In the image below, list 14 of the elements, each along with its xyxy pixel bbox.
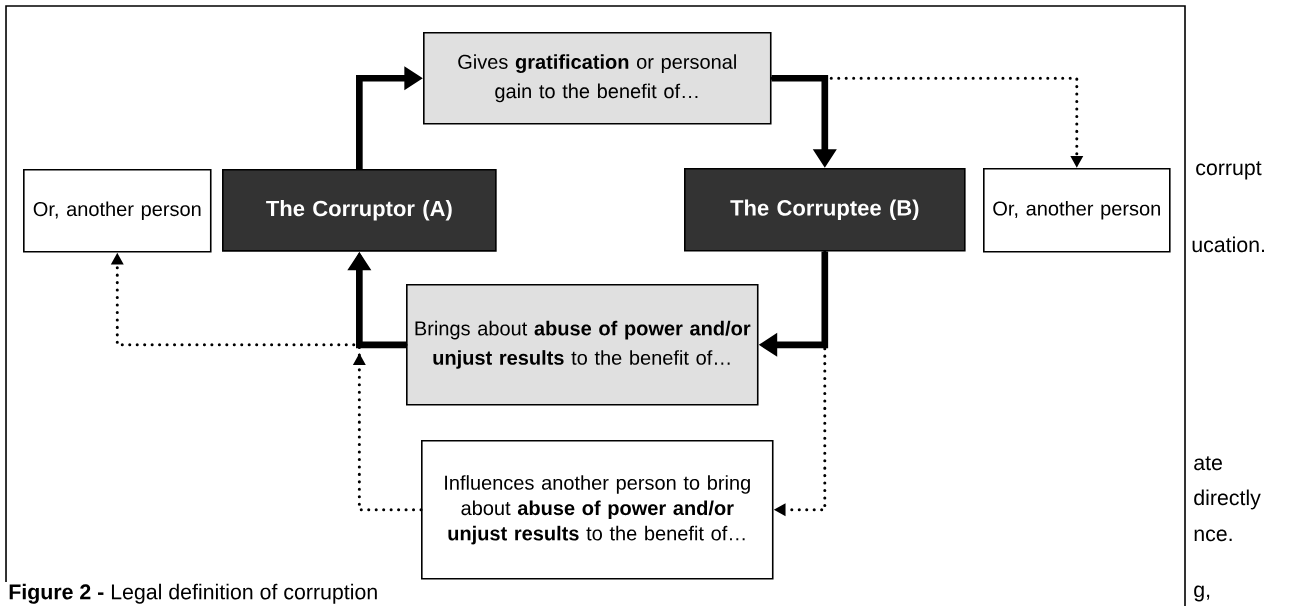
text-box: Influences another person to bring about abuse of power and/or unjust results to the benefit of… [421,440,774,580]
actor-box: The Corruptee (B) [684,168,966,252]
text-fragment: directly [1194,489,1261,510]
figure-caption: Figure 2 - Legal definition of corruption [9,583,377,604]
text-box: Or, another person [23,169,212,253]
text-box: Brings about abuse of power and/or unjust results to the benefit of… [406,284,759,406]
text-fragment: ucation. [1192,236,1264,253]
text-box: Gives gratification or personal gain to the benefit of… [423,32,772,125]
text-fragment: g, [1194,585,1210,602]
actor-box: The Corruptor (A) [222,169,497,252]
text-box: Or, another person [983,168,1171,253]
text-fragment: corrupt [1196,161,1262,180]
text-fragment: nce. [1194,529,1232,542]
text-fragment: ate [1194,456,1222,471]
